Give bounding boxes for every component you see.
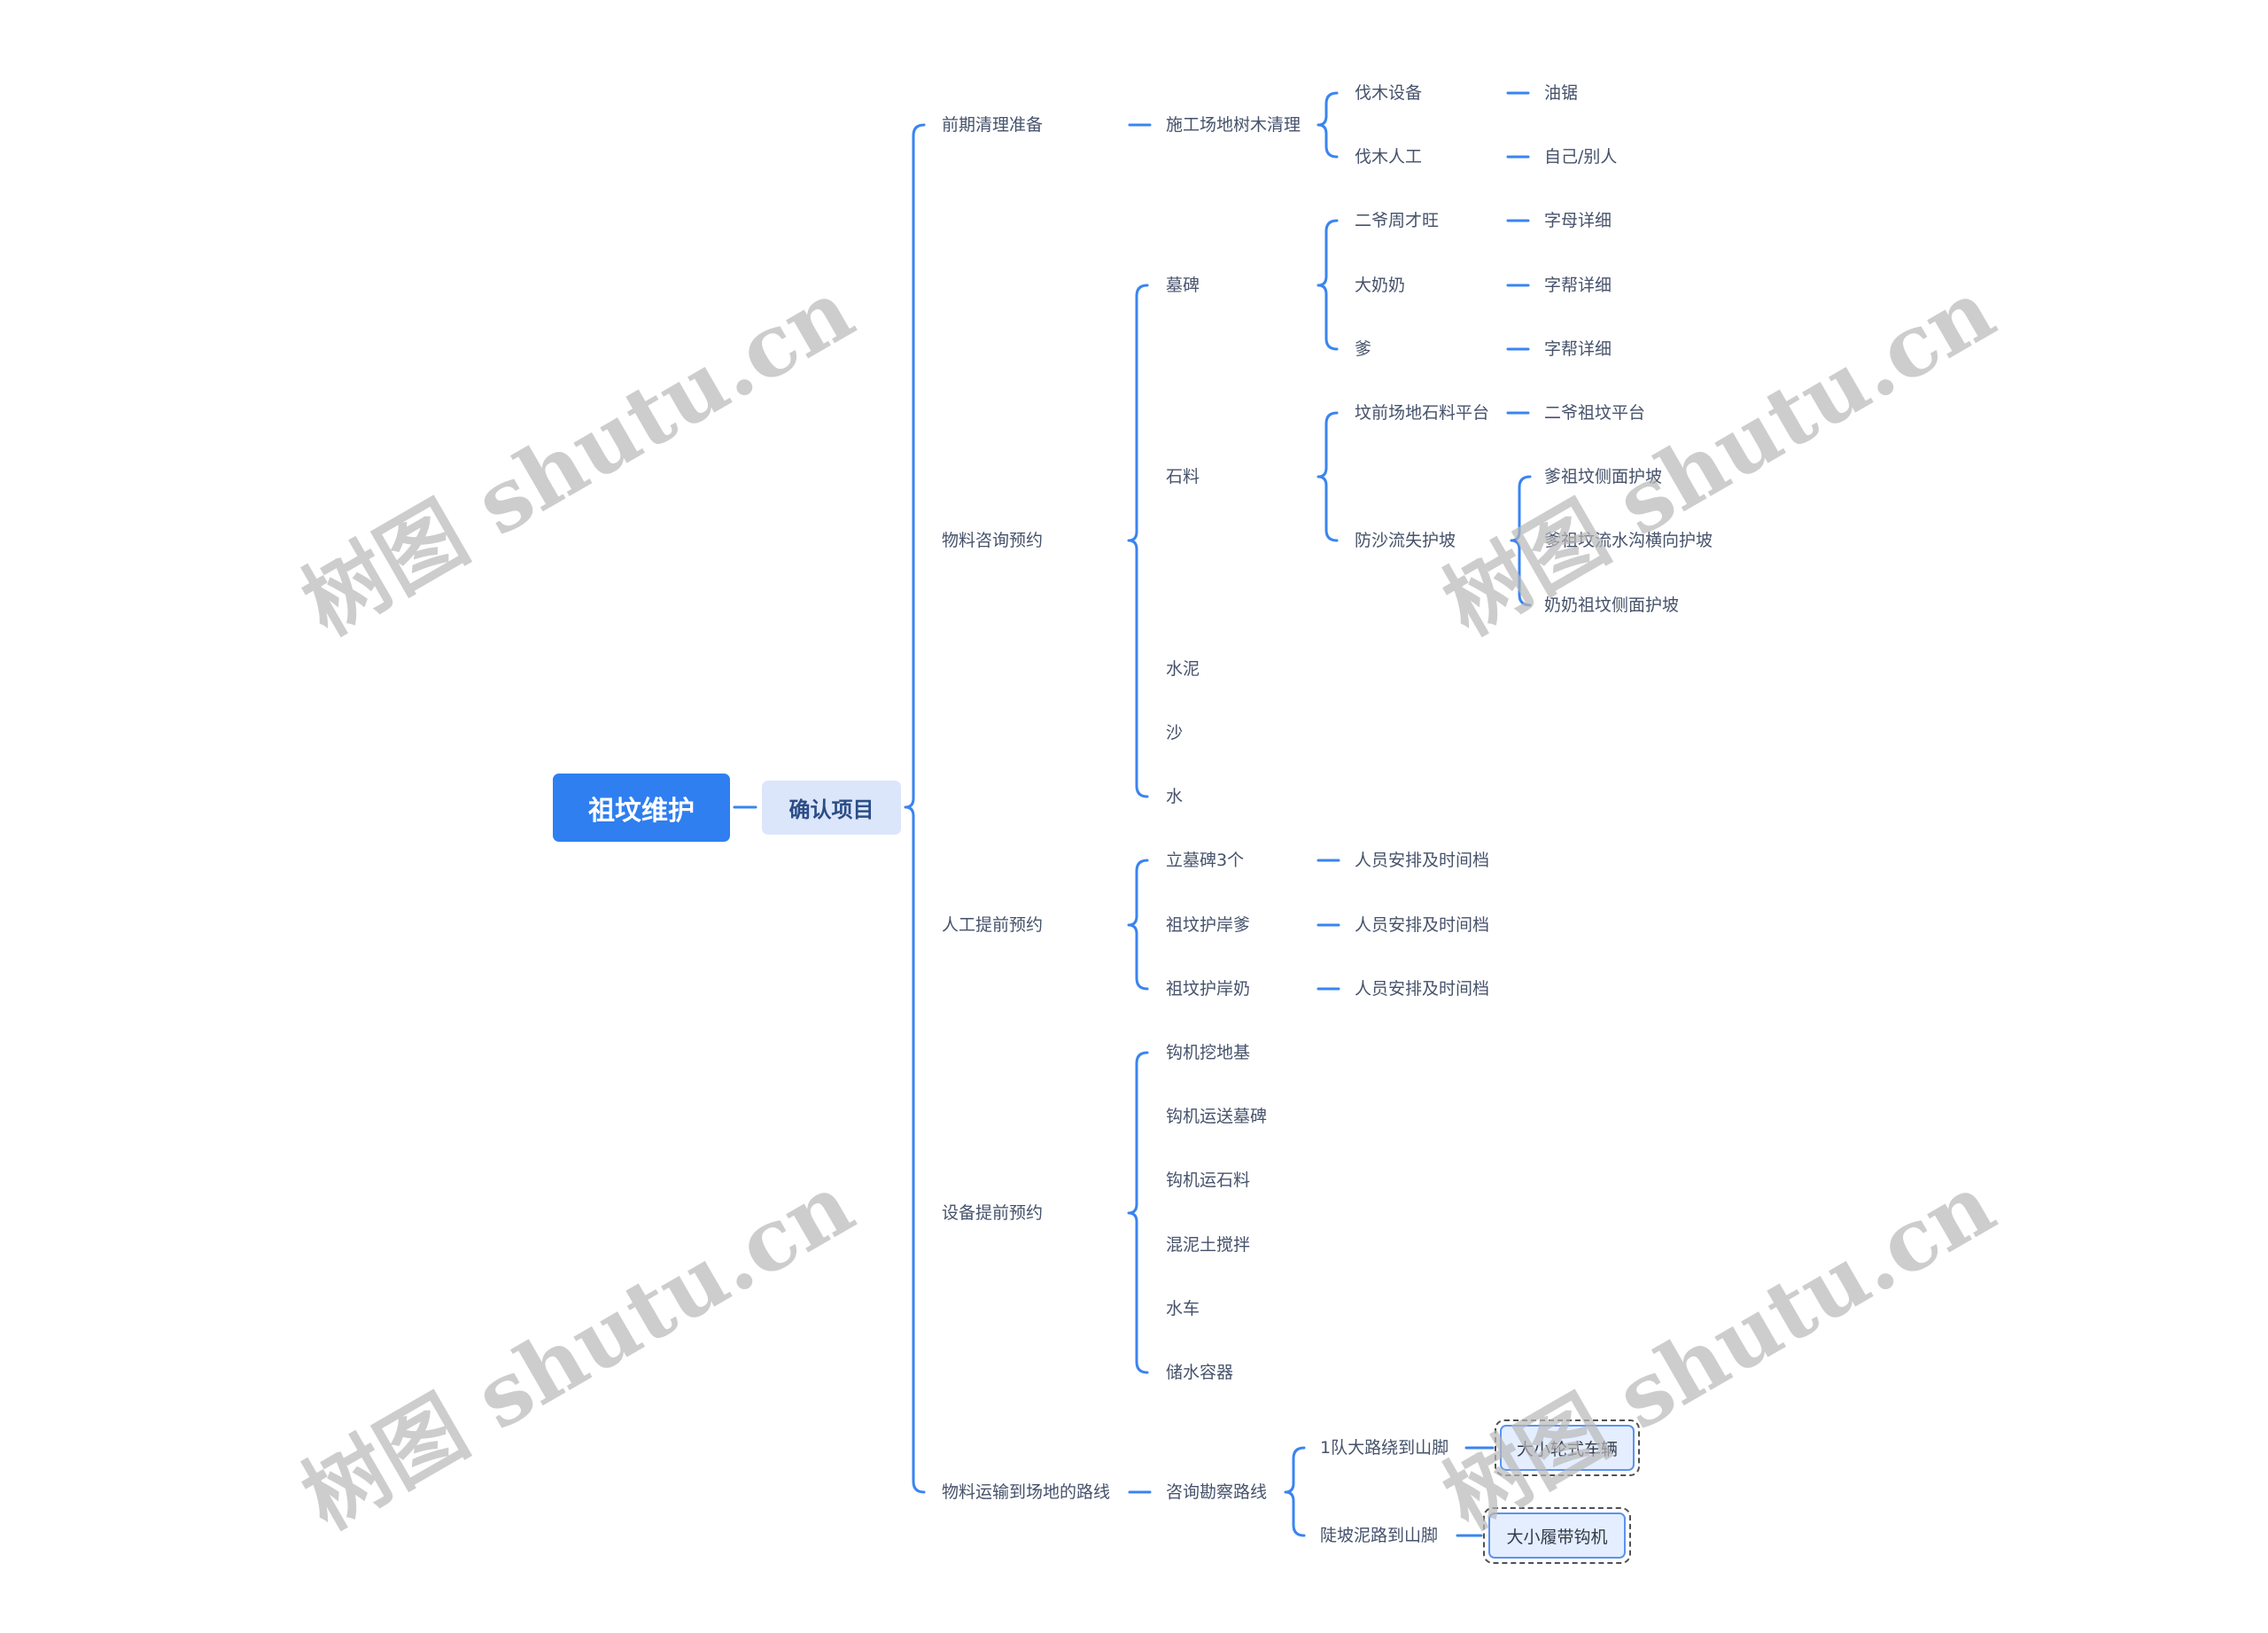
subtopic-logging-labor[interactable]: 伐木人工: [1355, 147, 1423, 167]
confirm-items-topic[interactable]: 确认项目: [762, 781, 901, 835]
subtopic-water-container[interactable]: 储水容器: [1166, 1363, 1234, 1382]
subtopic-erosion-slope[interactable]: 防沙流失护坡: [1355, 531, 1456, 550]
subtopic-bank-protection-2[interactable]: 祖坟护岸奶: [1166, 979, 1251, 999]
tracked-excavator-label: 大小履带钩机: [1488, 1512, 1626, 1559]
subtopic-inscription-detail[interactable]: 字帮详细: [1544, 276, 1612, 295]
subtopic-tombstone-person-2[interactable]: 大奶奶: [1355, 276, 1406, 295]
subtopic-route-survey[interactable]: 咨询勘察路线: [1166, 1482, 1268, 1502]
subtopic-side-slope-1[interactable]: 爹祖坟侧面护坡: [1544, 467, 1663, 486]
subtopic-staffing-schedule[interactable]: 人员安排及时间档: [1355, 979, 1490, 999]
subtopic-excavator-foundation[interactable]: 钩机挖地基: [1166, 1043, 1251, 1062]
wheeled-vehicles-topic[interactable]: 大小轮式车辆: [1495, 1419, 1640, 1476]
branch-topic-material-inquiry[interactable]: 物料咨询预约: [942, 531, 1044, 550]
subtopic-site-tree-clearing[interactable]: 施工场地树木清理: [1166, 115, 1301, 135]
subtopic-logging-equipment[interactable]: 伐木设备: [1355, 83, 1423, 103]
branch-topic-transport-route[interactable]: 物料运输到场地的路线: [942, 1482, 1111, 1502]
subtopic-staffing-schedule[interactable]: 人员安排及时间档: [1355, 915, 1490, 935]
brace-survey-children: [1284, 1446, 1306, 1537]
subtopic-water-truck[interactable]: 水车: [1166, 1299, 1200, 1318]
subtopic-stone-material[interactable]: 石料: [1166, 467, 1200, 486]
subtopic-excavator-tombstone[interactable]: 钩机运送墓碑: [1166, 1107, 1268, 1126]
subtopic-water[interactable]: 水: [1166, 787, 1184, 806]
branch-topic-equipment-booking[interactable]: 设备提前预约: [942, 1203, 1044, 1223]
brace-equipment-children: [1127, 1051, 1149, 1374]
subtopic-tombstone-person-1[interactable]: 二爷周才旺: [1355, 211, 1440, 230]
brace-slope-children: [1510, 475, 1532, 607]
subtopic-main-road-route[interactable]: 1队大路绕到山脚: [1320, 1438, 1449, 1458]
subtopic-cement[interactable]: 水泥: [1166, 659, 1200, 679]
branch-topic-labor-booking[interactable]: 人工提前预约: [942, 915, 1044, 935]
subtopic-inscription-detail[interactable]: 字母详细: [1544, 211, 1612, 230]
subtopic-inscription-detail[interactable]: 字帮详细: [1544, 339, 1612, 359]
subtopic-sand[interactable]: 沙: [1166, 723, 1184, 743]
tracked-excavator-topic[interactable]: 大小履带钩机: [1483, 1507, 1631, 1564]
branch-topic-prep-cleanup[interactable]: 前期清理准备: [942, 115, 1044, 135]
brace-labor-children: [1127, 859, 1149, 991]
brace-stone-children: [1317, 411, 1339, 542]
subtopic-self-or-others[interactable]: 自己/别人: [1544, 147, 1618, 167]
brace-hub-branches: [904, 123, 926, 1494]
subtopic-grave-platform[interactable]: 二爷祖坟平台: [1544, 403, 1646, 423]
subtopic-steep-mud-route[interactable]: 陡坡泥路到山脚: [1320, 1526, 1439, 1545]
root-topic[interactable]: 祖坟维护: [553, 774, 730, 842]
subtopic-staffing-schedule[interactable]: 人员安排及时间档: [1355, 851, 1490, 870]
subtopic-tombstone[interactable]: 墓碑: [1166, 276, 1200, 295]
subtopic-stone-platform[interactable]: 坟前场地石料平台: [1355, 403, 1490, 423]
brace-tombstone-children: [1317, 219, 1339, 351]
subtopic-side-slope-2[interactable]: 奶奶祖坟侧面护坡: [1544, 595, 1680, 615]
subtopic-excavator-stone[interactable]: 钩机运石料: [1166, 1170, 1251, 1190]
subtopic-bank-protection-1[interactable]: 祖坟护岸爹: [1166, 915, 1251, 935]
brace-clearing-children: [1317, 91, 1339, 159]
subtopic-concrete-mixing[interactable]: 混泥土搅拌: [1166, 1235, 1251, 1255]
subtopic-chainsaw[interactable]: 油锯: [1544, 83, 1579, 103]
subtopic-drain-slope[interactable]: 爹祖坟流水沟横向护坡: [1544, 531, 1713, 550]
wheeled-vehicles-label: 大小轮式车辆: [1500, 1425, 1635, 1471]
brace-material-children: [1127, 284, 1149, 798]
subtopic-erect-tombstones[interactable]: 立墓碑3个: [1166, 851, 1245, 870]
subtopic-tombstone-person-3[interactable]: 爹: [1355, 339, 1372, 359]
